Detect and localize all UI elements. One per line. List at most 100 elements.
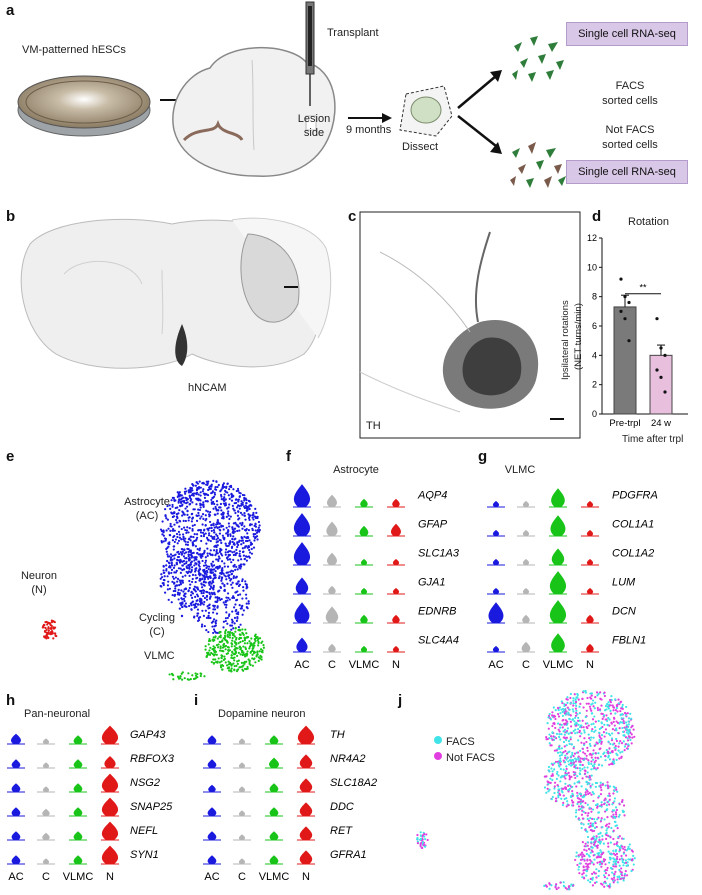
umap-point bbox=[617, 815, 621, 818]
umap-point bbox=[566, 756, 569, 759]
umap-point bbox=[184, 519, 187, 523]
umap-point bbox=[594, 785, 597, 788]
umap-point bbox=[249, 663, 252, 666]
umap-point bbox=[609, 712, 613, 715]
umap-point bbox=[236, 487, 240, 491]
umap-point bbox=[198, 547, 202, 550]
violin-shape bbox=[11, 759, 21, 768]
umap-point bbox=[567, 804, 570, 807]
umap-point bbox=[230, 573, 233, 576]
umap-point bbox=[555, 732, 559, 736]
legend-marker-notfacs bbox=[434, 752, 442, 760]
umap-point bbox=[248, 500, 251, 503]
umap-point bbox=[581, 757, 584, 761]
umap-point bbox=[188, 586, 191, 590]
umap-point bbox=[238, 628, 241, 631]
umap-point bbox=[554, 799, 558, 803]
violin-shape bbox=[360, 498, 368, 507]
umap-point bbox=[205, 542, 208, 545]
umap-point bbox=[598, 836, 601, 839]
umap-point bbox=[231, 639, 234, 642]
umap-point bbox=[227, 514, 230, 517]
umap-point bbox=[235, 575, 238, 578]
umap-point bbox=[181, 550, 184, 553]
umap-point bbox=[181, 601, 184, 604]
umap-point bbox=[614, 860, 617, 864]
umap-point bbox=[421, 841, 424, 845]
umap-point bbox=[214, 507, 218, 510]
umap-point bbox=[254, 639, 257, 643]
umap-point bbox=[595, 768, 598, 771]
umap-point bbox=[597, 811, 601, 814]
umap-point bbox=[586, 841, 589, 844]
umap-point bbox=[545, 736, 548, 739]
umap-point bbox=[550, 884, 553, 887]
umap-point bbox=[260, 650, 263, 653]
umap-point bbox=[226, 599, 229, 602]
umap-point bbox=[593, 766, 596, 770]
umap-point bbox=[195, 488, 198, 492]
umap-point bbox=[608, 724, 611, 727]
umap-point bbox=[214, 635, 217, 638]
umap-point bbox=[238, 529, 241, 532]
umap-point bbox=[216, 637, 219, 640]
umap-point bbox=[168, 533, 171, 537]
umap-point bbox=[178, 498, 181, 501]
umap-point bbox=[228, 497, 231, 500]
umap-point bbox=[597, 719, 600, 723]
umap-point bbox=[608, 794, 611, 797]
umap-point bbox=[255, 654, 258, 657]
umap-point bbox=[44, 621, 47, 624]
umap-point bbox=[177, 598, 180, 601]
umap-point bbox=[182, 535, 185, 539]
umap-point bbox=[591, 876, 594, 879]
umap-point bbox=[219, 640, 222, 644]
umap-point bbox=[573, 693, 576, 696]
umap-point bbox=[206, 547, 209, 550]
umap-point bbox=[188, 604, 191, 608]
umap-point bbox=[189, 499, 192, 502]
violin-shape bbox=[42, 808, 50, 816]
umap-point bbox=[592, 854, 595, 857]
umap-point bbox=[605, 714, 608, 717]
umap-point bbox=[560, 789, 563, 792]
umap-point bbox=[608, 852, 612, 855]
umap-point bbox=[212, 581, 215, 584]
umap-point bbox=[166, 575, 169, 578]
umap-point bbox=[200, 601, 203, 604]
umap-point bbox=[600, 851, 603, 854]
umap-point bbox=[583, 848, 586, 851]
umap-point bbox=[606, 781, 609, 784]
umap-point bbox=[194, 580, 197, 584]
umap-point bbox=[213, 591, 216, 594]
umap-point bbox=[226, 482, 229, 485]
umap-point bbox=[565, 758, 568, 761]
umap-point bbox=[545, 775, 548, 778]
umap-point bbox=[583, 731, 586, 734]
umap-point bbox=[204, 556, 207, 559]
umap-point bbox=[224, 619, 227, 623]
umap-point bbox=[182, 513, 185, 516]
umap-point bbox=[195, 514, 198, 517]
umap-point bbox=[224, 542, 227, 545]
violin-shape bbox=[42, 762, 50, 768]
umap-point bbox=[607, 756, 610, 759]
umap-point bbox=[224, 503, 228, 507]
umap-point bbox=[565, 797, 568, 800]
umap-point bbox=[610, 694, 613, 698]
umap-point bbox=[558, 754, 562, 757]
y-tick-label: 10 bbox=[587, 262, 597, 272]
umap-point bbox=[179, 567, 182, 570]
umap-point bbox=[236, 617, 239, 620]
umap-point bbox=[615, 720, 618, 723]
umap-point bbox=[589, 880, 592, 884]
umap-point bbox=[171, 673, 174, 676]
umap-point bbox=[570, 725, 573, 728]
umap-point bbox=[631, 724, 634, 727]
umap-point bbox=[50, 624, 53, 628]
umap-point bbox=[201, 555, 204, 558]
umap-point bbox=[614, 698, 617, 701]
umap-point bbox=[576, 692, 579, 696]
umap-point bbox=[576, 791, 579, 794]
